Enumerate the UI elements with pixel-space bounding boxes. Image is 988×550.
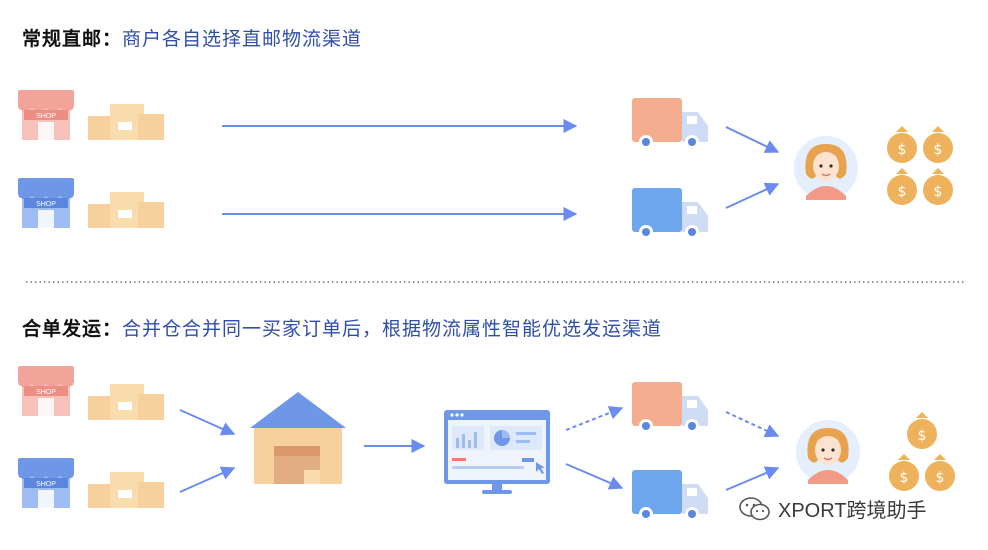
- section-2-title: 合单发运：合并仓合并同一买家订单后，根据物流属性智能优选发运渠道: [22, 314, 662, 341]
- truck-icon-blue-2: [632, 470, 708, 521]
- truck-icon-blue-1: [632, 188, 708, 239]
- shop-icon-blue-1: SHOP: [18, 178, 74, 228]
- shop-sign-text: SHOP: [36, 481, 56, 488]
- shop-icon-red-2: SHOP: [18, 366, 74, 416]
- truck-icon-orange-2: [632, 382, 708, 433]
- arrow-truck-to-buyer-2: [725, 182, 780, 209]
- section-2-label: 合单发运：: [22, 318, 123, 340]
- truck-icon-orange-1: [632, 98, 708, 149]
- dollar-sign-text: $: [900, 470, 909, 486]
- buyer-avatar-icon-2: [796, 420, 860, 484]
- parcels-icon-1: [88, 104, 164, 140]
- buyer-avatar-icon-1: [794, 136, 858, 200]
- arrow-truck-to-buyer-1: [725, 126, 780, 153]
- wechat-icon: [739, 496, 770, 520]
- arrow-system-to-truck-1: [565, 406, 624, 431]
- section-1-label: 常规直邮：: [22, 28, 123, 50]
- parcels-icon-4: [88, 472, 164, 508]
- arrow-to-warehouse-1: [179, 409, 236, 436]
- money-bags-icon-1: $ $ $ $: [887, 126, 953, 205]
- monitor-dashboard-icon: [444, 410, 550, 494]
- shop-sign-text: SHOP: [36, 113, 56, 120]
- arrow-to-warehouse-2: [179, 466, 236, 493]
- shop-sign-text: SHOP: [36, 389, 56, 396]
- dollar-sign-text: $: [918, 428, 927, 444]
- section-1-title: 常规直邮：商户各自选择直邮物流渠道: [22, 24, 362, 51]
- dollar-sign-text: $: [936, 470, 945, 486]
- parcels-icon-3: [88, 384, 164, 420]
- dollar-sign-text: $: [934, 184, 943, 200]
- shop-icon-blue-2: SHOP: [18, 458, 74, 508]
- dollar-sign-text: $: [898, 142, 907, 158]
- shop-sign-text: SHOP: [36, 201, 56, 208]
- parcels-icon-2: [88, 192, 164, 228]
- dollar-sign-text: $: [898, 184, 907, 200]
- watermark: XPORT跨境助手: [738, 494, 927, 523]
- money-bags-icon-2: $ $ $: [889, 412, 955, 491]
- warehouse-icon: [250, 392, 346, 484]
- watermark-text: XPORT跨境助手: [778, 500, 927, 522]
- arrow-system-to-truck-2: [565, 463, 624, 490]
- arrow-truck-to-buyer-4: [725, 466, 780, 491]
- section-1-description: 商户各自选择直邮物流渠道: [122, 28, 363, 50]
- section-2-description: 合并仓合并同一买家订单后，根据物流属性智能优选发运渠道: [122, 318, 663, 340]
- shop-icon-red-1: SHOP: [18, 90, 74, 140]
- dollar-sign-text: $: [934, 142, 943, 158]
- arrow-truck-to-buyer-3: [725, 411, 780, 438]
